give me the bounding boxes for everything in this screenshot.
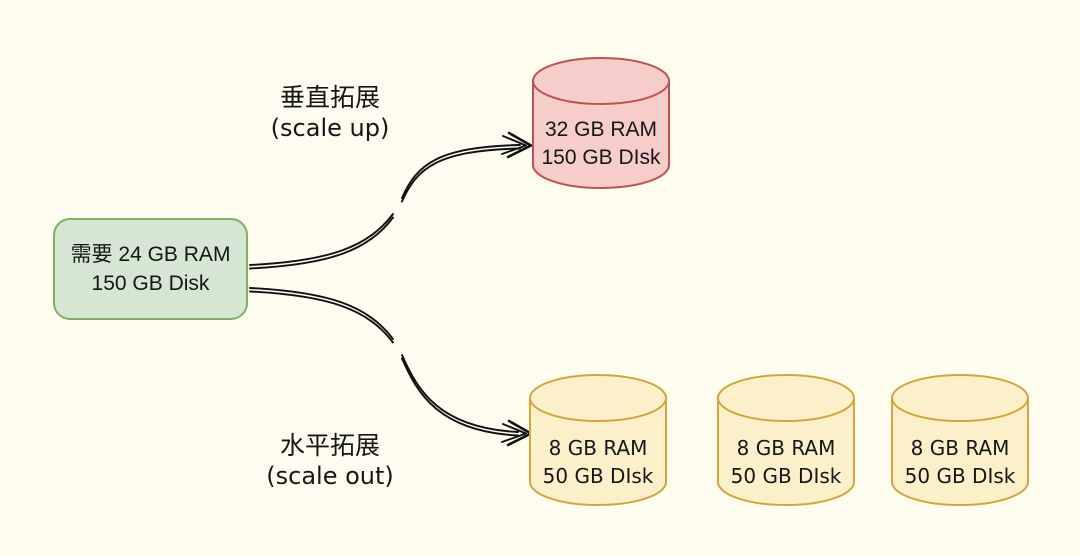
node-1-line1: 8 GB RAM	[548, 436, 648, 460]
scale-up-label-en: (scale up)	[270, 114, 390, 142]
scale-out-label-en: (scale out)	[266, 462, 394, 490]
scale-out-node-1-cylinder: 8 GB RAM 50 GB DIsk	[528, 372, 668, 508]
node-2-line2: 50 GB DIsk	[730, 464, 842, 488]
scaled-up-server-line2: 150 GB DIsk	[541, 146, 661, 169]
scale-out-arrow	[249, 287, 533, 447]
source-requirement-box: 需要 24 GB RAM 150 GB Disk	[53, 218, 248, 320]
scale-out-node-2-cylinder: 8 GB RAM 50 GB DIsk	[716, 372, 856, 508]
database-cylinder-icon	[529, 374, 667, 506]
node-3-line1: 8 GB RAM	[910, 436, 1010, 460]
database-cylinder-icon	[891, 374, 1029, 506]
node-3-line2: 50 GB DIsk	[904, 464, 1016, 488]
scale-up-arrowhead-icon	[506, 131, 533, 159]
node-2-line1: 8 GB RAM	[736, 436, 836, 460]
scale-out-node-3-cylinder: 8 GB RAM 50 GB DIsk	[890, 372, 1030, 508]
source-box-line2: 150 GB Disk	[91, 272, 210, 295]
scale-out-label: 水平拓展 (scale out)	[220, 430, 440, 491]
scale-out-node-3-label: 8 GB RAM 50 GB DIsk	[890, 434, 1030, 490]
scaled-up-server-line1: 32 GB RAM	[544, 118, 658, 141]
scale-out-node-1-label: 8 GB RAM 50 GB DIsk	[528, 434, 668, 490]
scaled-up-server-label: 32 GB RAM 150 GB DIsk	[531, 116, 671, 172]
scale-up-label: 垂直拓展 (scale up)	[220, 82, 440, 143]
database-cylinder-icon	[717, 374, 855, 506]
scaled-up-server-cylinder: 32 GB RAM 150 GB DIsk	[531, 54, 671, 190]
database-cylinder-icon	[532, 57, 670, 189]
scale-up-arrow	[249, 131, 533, 270]
scale-out-node-2-label: 8 GB RAM 50 GB DIsk	[716, 434, 856, 490]
source-box-line1: 需要 24 GB RAM	[70, 243, 231, 266]
scale-up-label-zh: 垂直拓展	[279, 83, 380, 112]
node-1-line2: 50 GB DIsk	[542, 464, 654, 488]
scale-out-label-zh: 水平拓展	[279, 431, 380, 460]
